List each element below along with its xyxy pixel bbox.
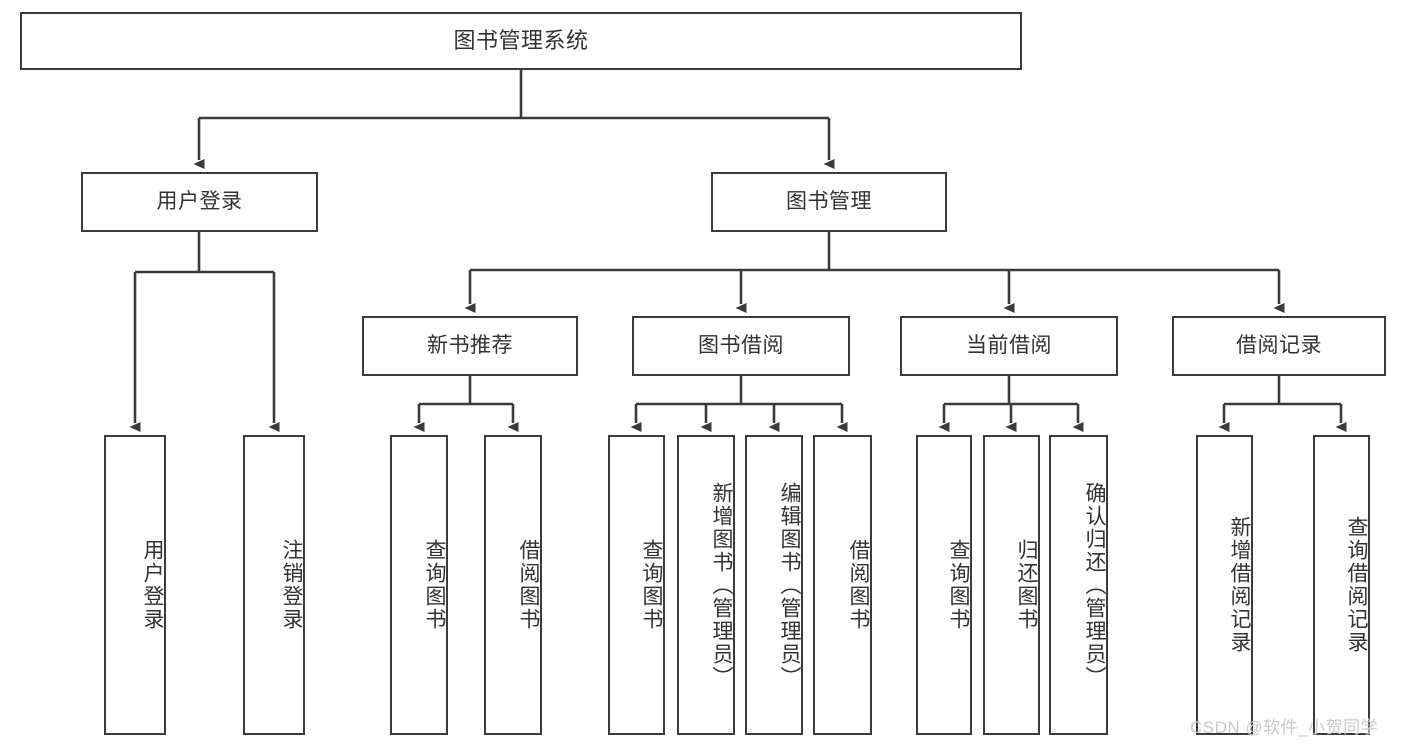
node-book-management[interactable]: 图书管理 (711, 172, 947, 232)
node-leaf-query-book-recommend[interactable]: 查询图书 (390, 435, 448, 735)
node-borrow-record[interactable]: 借阅记录 (1172, 316, 1386, 376)
node-book-borrow[interactable]: 图书借阅 (632, 316, 850, 376)
node-leaf-user-login[interactable]: 用户登录 (104, 435, 166, 735)
node-root[interactable]: 图书管理系统 (20, 12, 1022, 70)
node-new-book-recommend[interactable]: 新书推荐 (362, 316, 578, 376)
node-leaf-add-borrow-record[interactable]: 新增借阅记录 (1196, 435, 1253, 735)
node-leaf-user-logout[interactable]: 注销登录 (243, 435, 305, 735)
node-leaf-edit-book-admin[interactable]: 编辑图书（管理员） (745, 435, 803, 735)
node-current-borrow[interactable]: 当前借阅 (900, 316, 1118, 376)
node-leaf-borrow-book[interactable]: 借阅图书 (813, 435, 872, 735)
node-leaf-query-book-current[interactable]: 查询图书 (916, 435, 972, 735)
node-leaf-borrow-book-recommend[interactable]: 借阅图书 (484, 435, 542, 735)
node-leaf-return-book[interactable]: 归还图书 (983, 435, 1040, 735)
node-leaf-query-book-borrow[interactable]: 查询图书 (608, 435, 665, 735)
node-leaf-add-book-admin[interactable]: 新增图书（管理员） (677, 435, 735, 735)
node-leaf-query-borrow-record[interactable]: 查询借阅记录 (1313, 435, 1370, 735)
node-user-login[interactable]: 用户登录 (81, 172, 318, 232)
watermark-csdn: CSDN @软件_小贺同学 (1190, 718, 1379, 737)
node-leaf-confirm-return-admin[interactable]: 确认归还（管理员） (1049, 435, 1108, 735)
